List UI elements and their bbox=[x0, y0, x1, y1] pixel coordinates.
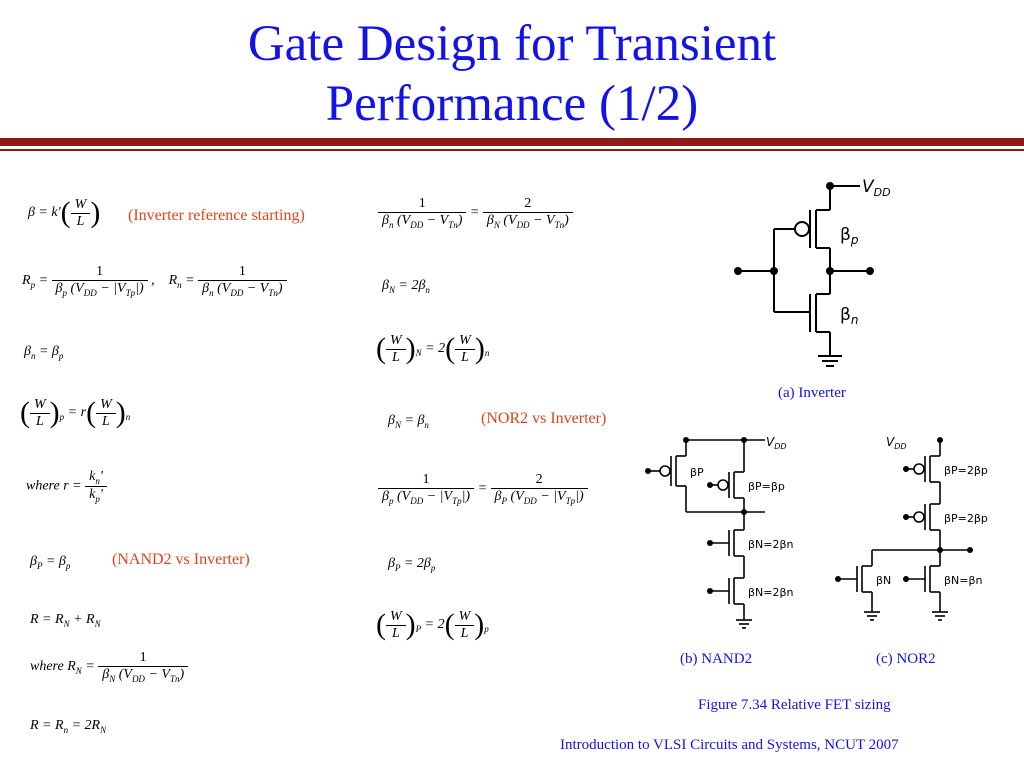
slide-title: Gate Design for Transient Performance (1… bbox=[0, 14, 1024, 134]
nor-n1-label: βN bbox=[876, 574, 891, 587]
title-line-2: Performance (1/2) bbox=[325, 76, 699, 132]
nand-vdd-label: VDD bbox=[766, 435, 787, 451]
eq-betaN-betan: βN = βn bbox=[388, 413, 429, 430]
nand2-schematic: VDD βP βP=βp βN=2βn βN=2βn bbox=[645, 435, 793, 629]
eq-betaN-2betan: βN = 2βn bbox=[382, 278, 430, 295]
slide-footer: Introduction to VLSI Circuits and System… bbox=[560, 737, 899, 753]
nor-p2-label: βP=2βp bbox=[944, 512, 988, 525]
caption-nor2: (c) NOR2 bbox=[876, 651, 936, 667]
eq-betaP-betap: βP = βp bbox=[30, 554, 71, 571]
caption-inverter: (a) Inverter bbox=[778, 385, 846, 401]
nor-p1-label: βP=2βp bbox=[944, 464, 988, 477]
caption-nand2: (b) NAND2 bbox=[680, 651, 753, 667]
nor-n2-label: βN=βn bbox=[944, 574, 982, 587]
nand-n1-label: βN=2βn bbox=[748, 538, 793, 551]
nand-p2-label: βP=βp bbox=[748, 480, 785, 493]
eq-betan-betap: βn = βp bbox=[24, 344, 64, 361]
eq-where-r: where r = kn'kp' bbox=[26, 469, 107, 504]
eq-r-sum: R = RN + RN bbox=[30, 612, 101, 629]
note-nor2-vs-inverter: (NOR2 vs Inverter) bbox=[481, 410, 607, 427]
inv-beta-p-label: βp bbox=[840, 225, 859, 247]
eq-r-2rn: R = Rn = 2RN bbox=[30, 718, 107, 735]
nand-n2-label: βN=2βn bbox=[748, 586, 793, 599]
title-divider-thin bbox=[0, 149, 1024, 151]
note-inverter-reference: (Inverter reference starting) bbox=[128, 207, 305, 224]
inv-beta-n-label: βn bbox=[840, 305, 858, 327]
inverter-schematic: VDD βp βn bbox=[734, 177, 891, 367]
title-line-1: Gate Design for Transient bbox=[247, 16, 777, 72]
nor-vdd-label: VDD bbox=[886, 435, 907, 451]
note-nand2-vs-inverter: (NAND2 vs Inverter) bbox=[112, 551, 250, 568]
inv-vdd-label: VDD bbox=[862, 177, 891, 199]
nand-p1-label: βP bbox=[690, 466, 704, 479]
caption-figure: Figure 7.34 Relative FET sizing bbox=[698, 697, 891, 713]
eq-betaP-2betap: βP = 2βp bbox=[388, 556, 436, 573]
title-divider-thick bbox=[0, 138, 1024, 146]
nor2-schematic: VDD βP=2βp βP=2βp βN βN=βn bbox=[835, 435, 988, 621]
